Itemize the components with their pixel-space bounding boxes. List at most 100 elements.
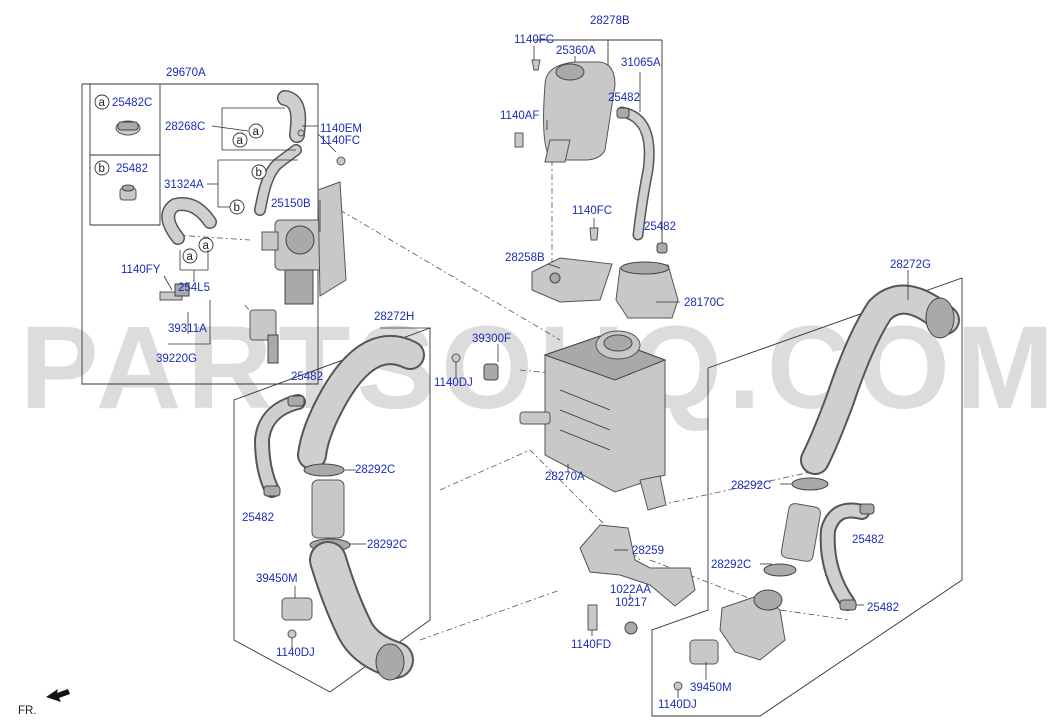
clip-25482-center-top[interactable]: [287, 395, 305, 407]
hose-lower-center[interactable]: [309, 541, 414, 681]
label-254L5[interactable]: 254L5: [178, 282, 210, 294]
label-25482-hose-top[interactable]: 25482: [291, 371, 323, 383]
pump-25150B[interactable]: [261, 181, 347, 305]
label-25482-hose-bot[interactable]: 25482: [242, 512, 274, 524]
clip-28292C-c[interactable]: [791, 477, 829, 491]
label-28258B[interactable]: 28258B: [505, 252, 545, 264]
pipe-right[interactable]: [780, 503, 821, 563]
bracket-28258B[interactable]: [531, 257, 613, 303]
callout-markers: a b a a b b a a: [94, 94, 267, 264]
label-39450M-left[interactable]: 39450M: [256, 573, 298, 585]
clip-28292C-d[interactable]: [763, 563, 797, 577]
label-25482-right-bot[interactable]: 25482: [867, 602, 899, 614]
sensor-1140FY[interactable]: [159, 283, 190, 301]
label-25482-topright[interactable]: 25482: [644, 221, 676, 233]
label-39300F[interactable]: 39300F: [472, 333, 511, 345]
label-1140DJ-mid[interactable]: 1140DJ: [434, 377, 473, 389]
hose-254L5[interactable]: [161, 197, 217, 245]
sensor-39300F[interactable]: [483, 363, 499, 381]
bolt-1140FD[interactable]: [587, 604, 598, 631]
sensor-39450M-right[interactable]: [689, 639, 719, 665]
legend-clip-b-image: [119, 184, 137, 201]
label-29670A[interactable]: 29670A: [166, 67, 206, 79]
callout-a-2: a: [237, 135, 244, 147]
bolt-1140EM[interactable]: [297, 129, 305, 137]
label-1140FC-mid[interactable]: 1140FC: [572, 205, 612, 217]
label-39450M-right[interactable]: 39450M: [690, 682, 732, 694]
reservoir-25360A[interactable]: [543, 61, 616, 163]
label-1140AF[interactable]: 1140AF: [500, 110, 539, 122]
clip-25482-top[interactable]: [616, 107, 630, 119]
bolt-1140FC-mid[interactable]: [589, 227, 599, 241]
label-31065A[interactable]: 31065A: [621, 57, 661, 69]
clip-28292C-a[interactable]: [303, 463, 345, 477]
clip-25482-topright[interactable]: [656, 242, 668, 254]
leader-lines: [163, 46, 909, 698]
hose-28272G[interactable]: [800, 284, 960, 475]
bolt-1140DJ-mid[interactable]: [451, 353, 461, 363]
hose-31324A[interactable]: [254, 144, 302, 216]
label-25482-right[interactable]: 25482: [852, 534, 884, 546]
label-39311A[interactable]: 39311A: [168, 323, 207, 335]
bolt-1140DJ-right[interactable]: [673, 681, 683, 691]
valve-39311A[interactable]: [249, 309, 279, 364]
frame-left-assembly: [81, 83, 319, 385]
callout-a-4: a: [187, 251, 194, 263]
bolt-1140DJ-left[interactable]: [287, 629, 297, 639]
label-28278B[interactable]: 28278B: [590, 15, 630, 27]
intercooler-28270A[interactable]: [519, 330, 667, 511]
label-10217[interactable]: 10217: [615, 597, 647, 609]
label-1140DJ-left[interactable]: 1140DJ: [276, 647, 315, 659]
pipe-center[interactable]: [311, 479, 345, 539]
bolt-1140AF[interactable]: [514, 132, 524, 148]
label-1140FY[interactable]: 1140FY: [121, 264, 161, 276]
callout-a-3: a: [203, 240, 210, 252]
label-25150B[interactable]: 25150B: [271, 198, 311, 210]
label-28259[interactable]: 28259: [632, 545, 664, 557]
hose-25482-right[interactable]: [819, 502, 870, 611]
label-28272H[interactable]: 28272H: [374, 311, 414, 323]
label-28268C[interactable]: 28268C: [165, 121, 205, 133]
legend-marker-b: b: [99, 163, 105, 175]
bolt-1140FC-top[interactable]: [531, 59, 541, 71]
label-28292C-d[interactable]: 28292C: [711, 559, 751, 571]
frame-right-hose: [651, 277, 963, 717]
assembly-dashed-lines: [174, 160, 851, 641]
label-25482-top[interactable]: 25482: [608, 92, 640, 104]
label-1022AA[interactable]: 1022AA: [610, 584, 651, 596]
label-28270A[interactable]: 28270A: [545, 471, 585, 483]
label-31324A[interactable]: 31324A: [164, 179, 204, 191]
label-1140EM[interactable]: 1140EM: [320, 123, 362, 135]
sensor-39450M-left[interactable]: [281, 597, 313, 621]
orientation-label: FR.: [18, 705, 37, 717]
label-1140DJ-right[interactable]: 1140DJ: [658, 699, 697, 711]
clip-25482-right-b[interactable]: [839, 599, 857, 611]
air-duct-28170C[interactable]: [615, 261, 679, 319]
label-1140FC-top[interactable]: 1140FC: [514, 34, 554, 46]
label-28272G[interactable]: 28272G: [890, 259, 931, 271]
bracket-28259[interactable]: [579, 524, 696, 607]
part-labels: 29670A 25482C 25482 28268C 1140EM 1140FC…: [112, 15, 931, 711]
elbow-right-lower[interactable]: [719, 589, 786, 661]
label-1140FD[interactable]: 1140FD: [571, 639, 611, 651]
callout-b-2: b: [234, 202, 240, 214]
clip-25482-right-a[interactable]: [859, 503, 875, 515]
label-1140FC-left[interactable]: 1140FC: [320, 135, 360, 147]
label-39220G[interactable]: 39220G: [156, 353, 197, 365]
label-28292C-b[interactable]: 28292C: [367, 539, 407, 551]
hose-25482-left[interactable]: [253, 394, 306, 498]
hose-28268C[interactable]: [277, 90, 307, 143]
label-28292C-c[interactable]: 28292C: [731, 480, 771, 492]
hose-31065A[interactable]: [616, 106, 655, 241]
clip-25482-center-bot[interactable]: [263, 485, 281, 497]
legend-part-25482[interactable]: 25482: [116, 163, 148, 175]
hose-28272H[interactable]: [297, 335, 425, 470]
nut-10217[interactable]: [624, 621, 638, 635]
bolt-1140FC-left[interactable]: [336, 156, 346, 166]
legend-part-25482C[interactable]: 25482C: [112, 97, 152, 109]
label-28292C-a[interactable]: 28292C: [355, 464, 395, 476]
label-25360A[interactable]: 25360A: [556, 45, 596, 57]
front-arrow-icon: [46, 689, 70, 702]
label-28170C[interactable]: 28170C: [684, 297, 724, 309]
legend-clip-a-image: [115, 120, 141, 136]
